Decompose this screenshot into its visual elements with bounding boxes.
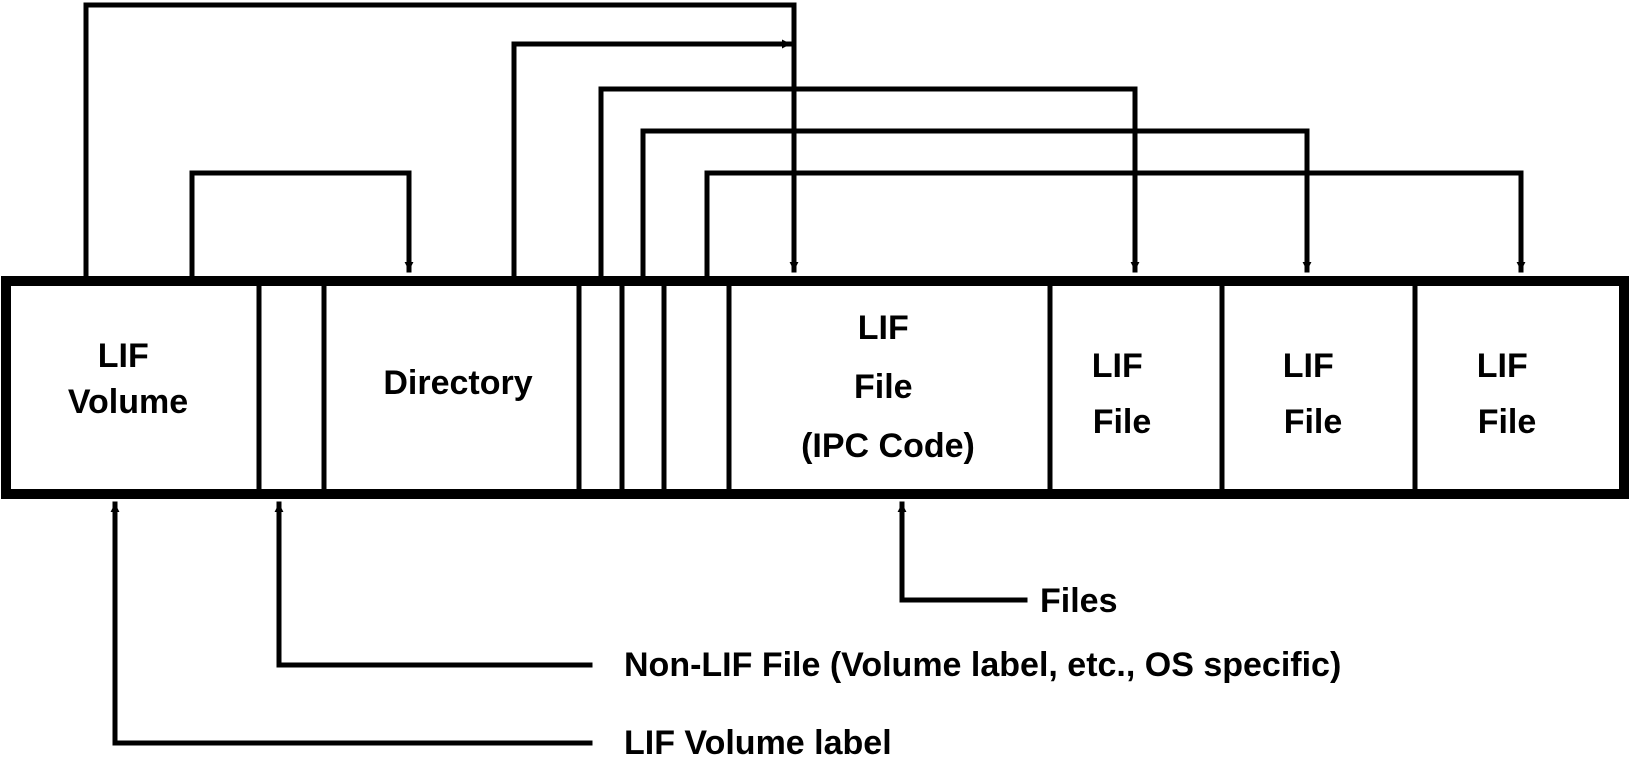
- segment-file2-label: LIF File: [1092, 347, 1152, 441]
- callout-line-volume-label: [110, 501, 593, 746]
- segment-ipc-file-line2: File: [854, 368, 913, 406]
- segment-ipc-file-label: LIF File (IPC Code): [801, 309, 975, 465]
- segment-ipc-file-line3: (IPC Code): [801, 427, 975, 465]
- pointer-volume-to-ipc-file: [83, 2, 799, 279]
- segment-directory-label: Directory: [383, 364, 532, 402]
- pointer-volume-to-directory: [189, 170, 414, 279]
- segment-file4-label: LIF File: [1477, 347, 1537, 441]
- callout-volume-label: LIF Volume label: [624, 724, 892, 760]
- callout-line-non-lif: [274, 501, 593, 668]
- segment-file3-line1: LIF: [1283, 347, 1334, 385]
- pointer-entry3-to-file4: [704, 170, 1526, 279]
- segment-directory-line1: Directory: [383, 364, 532, 402]
- segment-volume-label: LIF Volume: [68, 337, 188, 421]
- segment-volume-line1: LIF: [98, 337, 149, 375]
- segment-file2-line1: LIF: [1092, 347, 1143, 385]
- segment-ipc-file-line1: LIF: [858, 309, 909, 347]
- segment-file2-line2: File: [1093, 403, 1152, 441]
- segment-file3-line2: File: [1284, 403, 1343, 441]
- callout-non-lif-label: Non-LIF File (Volume label, etc., OS spe…: [624, 646, 1341, 684]
- pointer-entry1-to-file2: [598, 86, 1140, 279]
- segment-file3-label: LIF File: [1283, 347, 1343, 441]
- callout-files-label: Files: [1040, 582, 1117, 620]
- disk-layout-strip: [1, 276, 1629, 499]
- callout-line-files: [897, 501, 1028, 603]
- segment-volume-line2: Volume: [68, 383, 188, 421]
- segment-file4-line1: LIF: [1477, 347, 1528, 385]
- segment-dividers: [256, 278, 1418, 497]
- pointer-directory-to-ipc-file: [511, 39, 793, 279]
- pointer-entry2-to-file3: [640, 128, 1312, 279]
- segment-file4-line2: File: [1478, 403, 1537, 441]
